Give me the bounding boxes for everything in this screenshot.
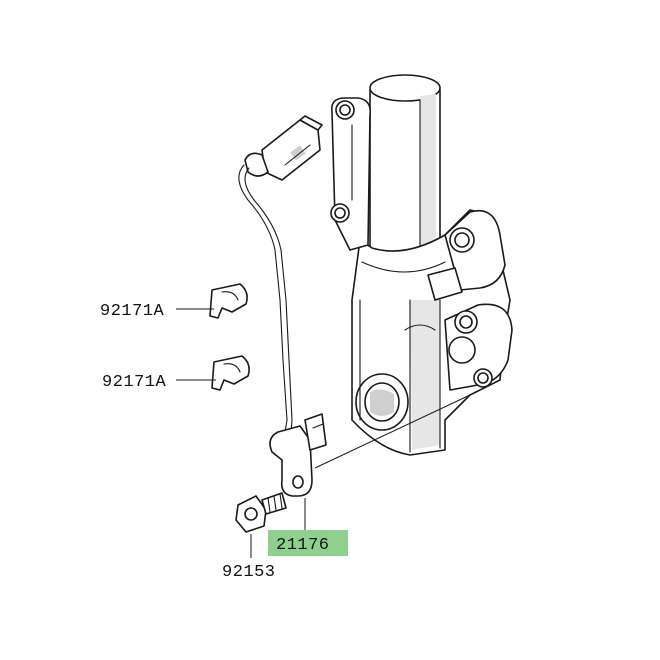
highlight-box-sensor	[268, 530, 348, 556]
flange-bolt-part	[235, 492, 287, 533]
part-label-clip-lower: 92171A	[102, 373, 167, 392]
part-label-clip-upper: 92171A	[100, 302, 165, 321]
sensor-connector	[244, 115, 323, 181]
part-label-bolt: 92153	[222, 563, 276, 582]
leader-lines	[176, 308, 306, 558]
abs-sensor-part	[269, 394, 471, 497]
wire-clip-upper	[209, 283, 248, 319]
sensor-cable	[238, 164, 293, 433]
link-arm	[330, 97, 372, 251]
fork-assembly	[351, 74, 513, 456]
wire-clip-lower	[211, 355, 250, 391]
callouts: 92171A 92171A 21176 92153	[100, 302, 348, 582]
part-label-sensor: 21176	[276, 536, 330, 555]
